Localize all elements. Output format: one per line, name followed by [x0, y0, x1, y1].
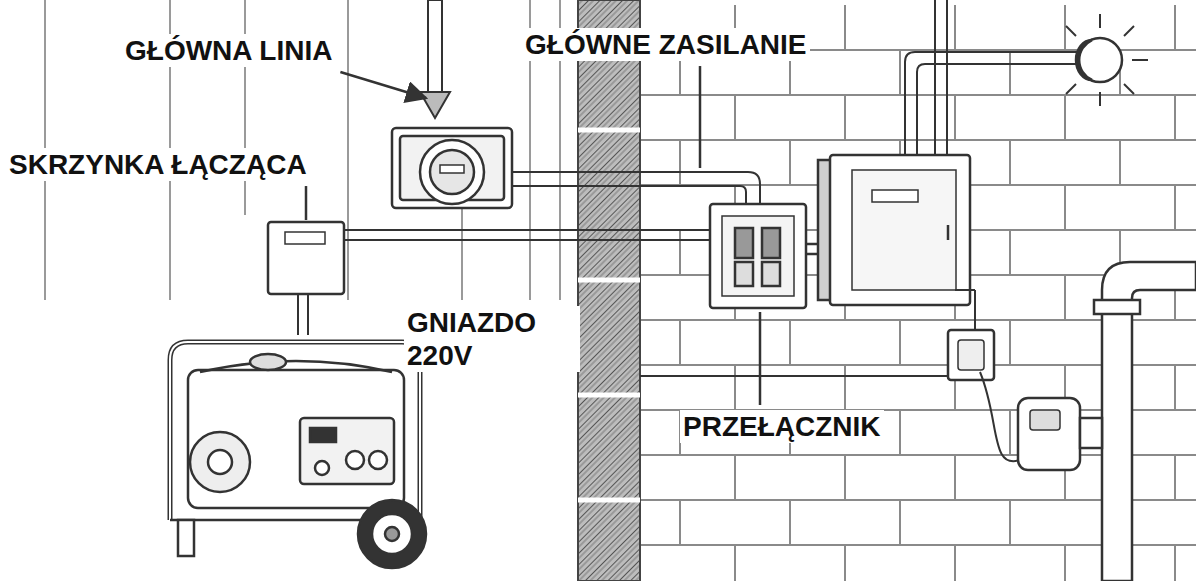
electric-meter: [392, 128, 512, 208]
lamp: [1066, 14, 1148, 106]
distribution-panel: [947, 225, 950, 240]
generator: [190, 432, 250, 492]
generator: [300, 418, 394, 484]
generator-conduit: [344, 239, 712, 241]
transfer-switch: [735, 228, 753, 258]
main-line-pipe: [420, 0, 450, 118]
generator: [372, 514, 412, 554]
transfer-switch: [762, 262, 780, 286]
water-pipe: [1094, 300, 1140, 314]
lamp-conduit: [946, 0, 948, 155]
junction-box: [285, 232, 325, 244]
generator-conduit: [344, 230, 712, 240]
leader-line: [340, 72, 426, 98]
outlet-box: [640, 290, 994, 380]
outlet-box: [955, 289, 975, 291]
junction-box: [307, 294, 309, 335]
outlet-box: [948, 330, 994, 380]
transfer-switch: [710, 204, 830, 308]
distribution-panel: [818, 155, 970, 305]
generator: [188, 370, 404, 508]
siding-lines: [461, 200, 463, 300]
part-label: GŁÓWNE ZASILANIE: [522, 28, 810, 61]
distribution-panel: [830, 155, 970, 305]
generator: [346, 451, 364, 469]
outlet-box: [958, 340, 984, 370]
lamp: [1099, 14, 1101, 28]
wall-section: [578, 278, 640, 283]
part-label: PRZEŁĄCZNIK: [680, 410, 884, 443]
leader-line: [699, 66, 702, 168]
leader-line: [305, 186, 308, 220]
main-line-pipe: [420, 92, 450, 118]
pump: [980, 372, 1020, 461]
pump: [1018, 398, 1080, 470]
lamp-conduit: [905, 0, 1078, 155]
part-label: GNIAZDO 220V: [404, 306, 580, 372]
generator-conduit: [344, 229, 712, 231]
generator: [170, 342, 420, 520]
pump: [980, 372, 1102, 470]
lamp: [1066, 14, 1148, 106]
generator: [200, 361, 392, 372]
wall-section: [578, 0, 640, 581]
pump: [1080, 418, 1102, 448]
generator: [178, 520, 194, 556]
wall-section: [578, 0, 640, 581]
generator: [250, 354, 286, 370]
lamp: [1066, 84, 1076, 94]
generator: [208, 450, 232, 474]
generator: [170, 342, 426, 568]
junction-box: [268, 222, 344, 335]
pump: [1030, 410, 1060, 430]
junction-box: [297, 294, 299, 335]
lamp-conduit: [905, 52, 1078, 155]
generator: [369, 451, 387, 469]
lamp-conduit: [917, 64, 1078, 155]
transfer-switch: [762, 228, 780, 258]
generator: [358, 500, 426, 568]
wall-section: [578, 393, 640, 398]
lamp-conduit: [934, 0, 936, 155]
part-label: SKRZYNKA ŁĄCZĄCA: [6, 148, 310, 181]
main-supply-conduit: [512, 172, 760, 206]
siding-lines: [244, 0, 246, 215]
siding-lines: [347, 0, 349, 300]
part-label: GŁÓWNA LINIA: [122, 34, 335, 67]
electric-meter: [430, 150, 474, 194]
electric-meter: [440, 165, 464, 173]
lamp: [1124, 26, 1134, 36]
leader-lines: [306, 66, 760, 405]
water-pipe: [1094, 262, 1196, 581]
electric-meter: [420, 140, 484, 204]
main-line-pipe: [428, 0, 442, 92]
generator: [170, 342, 420, 520]
electric-meter: [392, 128, 512, 208]
outlet-box: [640, 375, 948, 377]
main-supply-conduit: [512, 186, 746, 206]
distribution-panel: [852, 170, 956, 290]
generator: [385, 527, 399, 541]
generator: [310, 428, 336, 442]
main-supply-conduit: [512, 172, 760, 206]
lamp: [1124, 84, 1134, 94]
generator: [315, 461, 329, 475]
lamp: [1132, 59, 1148, 61]
distribution-panel: [872, 190, 918, 202]
junction-box: [268, 222, 344, 294]
wall-section: [578, 498, 640, 503]
lamp: [1099, 92, 1101, 106]
transfer-switch: [722, 216, 794, 296]
lamp: [1066, 26, 1076, 36]
transfer-switch: [735, 262, 753, 286]
leader-line: [759, 312, 762, 405]
transfer-switch: [710, 204, 806, 308]
brick-wall: [640, 5, 1196, 581]
outlet-box: [974, 290, 976, 330]
lamp: [1076, 40, 1092, 80]
wall-section: [578, 128, 640, 133]
